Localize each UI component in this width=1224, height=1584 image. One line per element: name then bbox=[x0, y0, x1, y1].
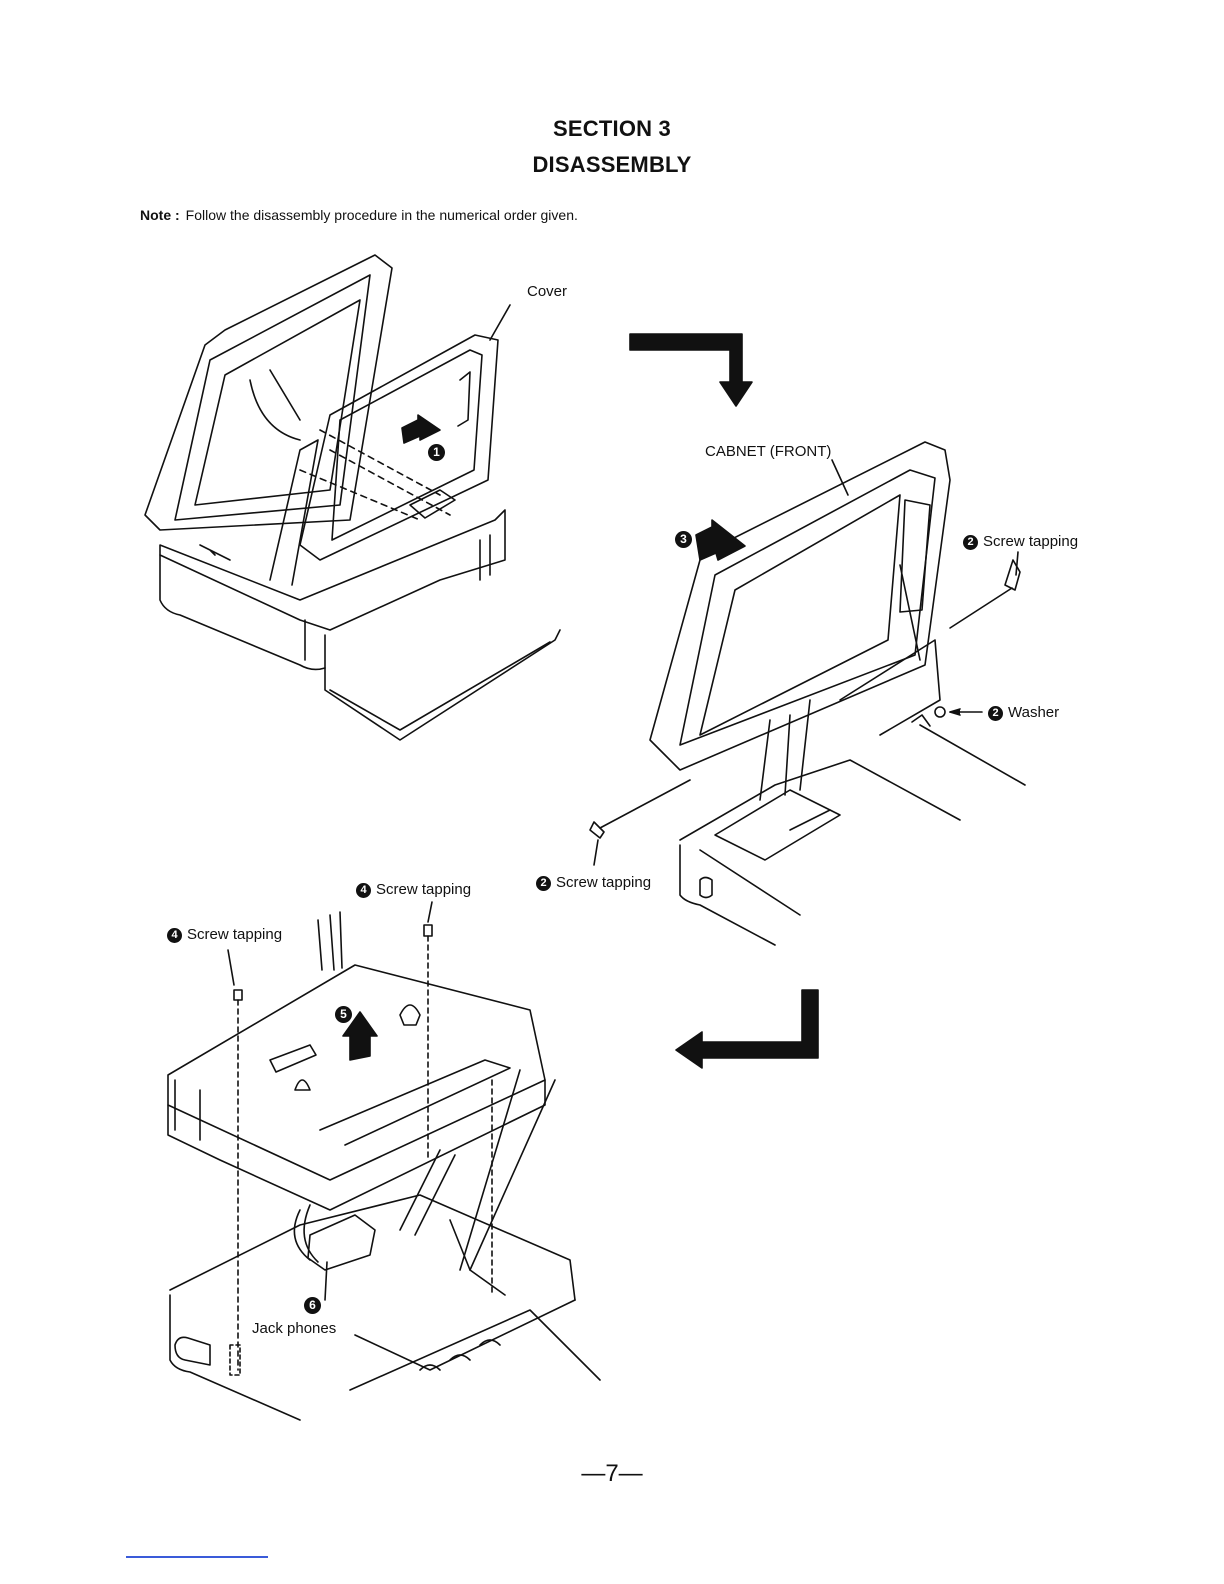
cover-label: Cover bbox=[527, 283, 567, 300]
step-3-marker: 3 bbox=[675, 531, 697, 548]
sequence-arrow-left bbox=[676, 990, 818, 1068]
cabinet-front-label: CABNET (FRONT) bbox=[705, 443, 831, 460]
jack-phones-label: Jack phones bbox=[252, 1320, 336, 1337]
sequence-arrow-down bbox=[630, 334, 752, 406]
step-6-marker: 6 bbox=[304, 1297, 326, 1314]
page-number: —7— bbox=[0, 1460, 1224, 1488]
footer-link-underline[interactable] bbox=[126, 1556, 268, 1558]
figure-3-mechanism bbox=[168, 902, 600, 1420]
step-1-marker: 1 bbox=[428, 444, 450, 461]
figure-1-cover-removal bbox=[145, 255, 560, 740]
step-5-marker: 5 bbox=[335, 1006, 357, 1023]
figure-2-cabinet-front bbox=[590, 442, 1025, 945]
